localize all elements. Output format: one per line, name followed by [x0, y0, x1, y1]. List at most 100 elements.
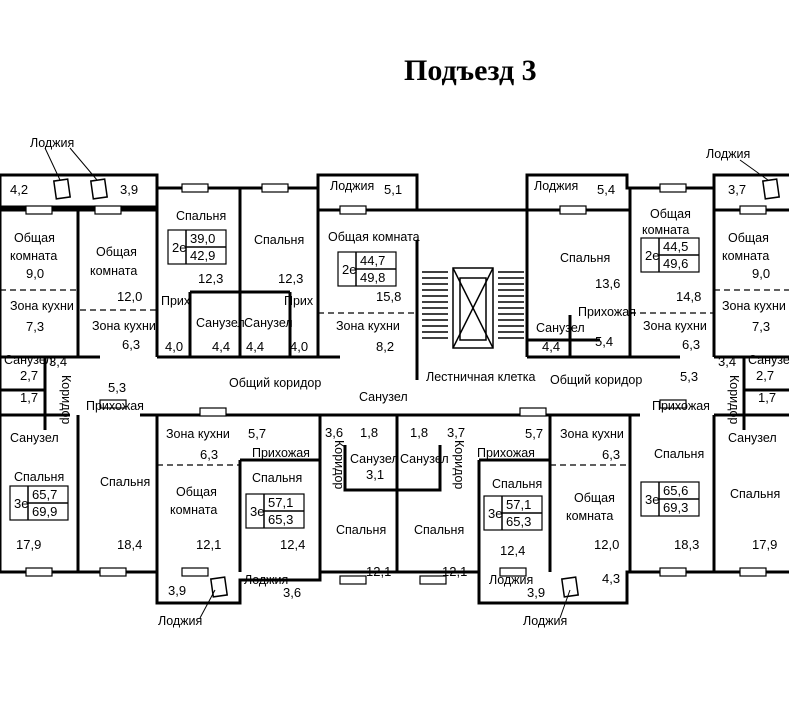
area-value: 1,8: [410, 425, 428, 440]
rooms-count: 2е: [645, 248, 659, 263]
area-value: 2,7: [756, 368, 774, 383]
common-room-label: комната: [170, 503, 217, 517]
bedroom-label: Спальня: [492, 477, 542, 491]
corridor-label: Коридор: [727, 375, 741, 424]
area-value: 5,3: [108, 380, 126, 395]
area-value: 4,4: [246, 339, 264, 354]
loggia-label: Лоджия: [523, 614, 567, 628]
common-room-label: комната: [642, 223, 689, 237]
common-room-label: Общая: [96, 245, 137, 259]
area-value: 4,4: [212, 339, 230, 354]
area-value: 6,3: [682, 337, 700, 352]
kitchen-zone-label: Зона кухни: [166, 427, 230, 441]
area-value: 3,7: [447, 425, 465, 440]
bedroom-label: Спальня: [254, 233, 304, 247]
common-room-label: Общая: [728, 231, 769, 245]
living-area: 65,6: [663, 483, 688, 498]
kitchen-zone-label: Зона кухни: [722, 299, 786, 313]
living-area: 57,1: [268, 495, 293, 510]
area-value: 12,3: [198, 271, 223, 286]
room-labels: Лоджия Лоджия Лоджия Лоджия Лоджия Лоджи…: [4, 136, 789, 628]
rooms-count: 2е: [172, 240, 186, 255]
bedroom-label: Спальня: [252, 471, 302, 485]
rooms-count: 3е: [14, 496, 28, 511]
common-room-label: комната: [566, 509, 613, 523]
area-value: 7,3: [752, 319, 770, 334]
rooms-count: 3е: [645, 492, 659, 507]
total-area: 69,3: [663, 500, 688, 515]
loggia-door-icons: [52, 178, 781, 598]
hallway-label: Прих: [161, 294, 191, 308]
hallway-label: Прих: [284, 294, 314, 308]
area-value: 7,3: [26, 319, 44, 334]
callouts: [44, 147, 769, 619]
staircase-label: Лестничная клетка: [426, 370, 536, 384]
common-corridor-label: Общий коридор: [229, 376, 321, 390]
area-value: 3,7: [728, 182, 746, 197]
loggia-label: Лоджия: [706, 147, 750, 161]
area-value: 5,3: [680, 369, 698, 384]
area-value: 4,3: [602, 571, 620, 586]
bathroom-label: Санузел: [10, 431, 59, 445]
area-value: 15,8: [376, 289, 401, 304]
area-value: 12,3: [278, 271, 303, 286]
kitchen-zone-label: Зона кухни: [92, 319, 156, 333]
kitchen-zone-label: Зона кухни: [336, 319, 400, 333]
rooms-count: 3е: [488, 506, 502, 521]
hallway-label: Прихожая: [477, 446, 535, 460]
kitchen-zone-label: Зона кухни: [643, 319, 707, 333]
bathroom-label: Санузел: [196, 316, 245, 330]
area-value: 17,9: [752, 537, 777, 552]
common-room-label: комната: [90, 264, 137, 278]
interior-walls: [0, 188, 789, 580]
zone-separators: [0, 289, 789, 466]
area-value: 4,2: [10, 182, 28, 197]
living-area: 44,7: [360, 253, 385, 268]
bedroom-label: Спальня: [14, 470, 64, 484]
corridor-label: Коридор: [59, 375, 73, 424]
bedroom-label: Спальня: [336, 523, 386, 537]
area-value: 3,4: [49, 354, 67, 369]
area-value: 3,6: [325, 425, 343, 440]
area-value: 12,0: [594, 537, 619, 552]
area-value: 18,4: [117, 537, 142, 552]
area-value: 5,7: [248, 426, 266, 441]
corridor-label: Коридор: [452, 440, 466, 489]
area-value: 6,3: [602, 447, 620, 462]
area-value: 3,1: [366, 467, 384, 482]
area-value: 4,4: [542, 339, 560, 354]
kitchen-zone-label: Зона кухни: [10, 299, 74, 313]
bathroom-label: Санузел: [400, 452, 449, 466]
common-room-label: комната: [10, 249, 57, 263]
bedroom-label: Спальня: [654, 447, 704, 461]
rooms-count: 2е: [342, 262, 356, 277]
common-room-label: Общая: [650, 207, 691, 221]
area-value: 6,3: [122, 337, 140, 352]
area-value: 9,0: [752, 266, 770, 281]
bathroom-label: Санузел: [536, 321, 585, 335]
loggia-label: Лоджия: [158, 614, 202, 628]
living-area: 44,5: [663, 239, 688, 254]
area-value: 5,4: [597, 182, 615, 197]
common-room-label: комната: [722, 249, 769, 263]
staircase-elevator: [422, 267, 524, 349]
common-room-label: Общая: [176, 485, 217, 499]
area-value: 5,4: [595, 334, 613, 349]
area-value: 12,1: [366, 564, 391, 579]
area-value: 6,3: [200, 447, 218, 462]
loggia-label: Лоджия: [30, 136, 74, 150]
bedroom-label: Спальня: [730, 487, 780, 501]
area-value: 12,4: [280, 537, 305, 552]
area-value: 12,4: [500, 543, 525, 558]
total-area: 42,9: [190, 248, 215, 263]
common-room-label: Общая комната: [328, 230, 420, 244]
area-value: 12,1: [196, 537, 221, 552]
total-area: 49,6: [663, 256, 688, 271]
bedroom-label: Спальня: [176, 209, 226, 223]
living-area: 57,1: [506, 497, 531, 512]
area-value: 18,3: [674, 537, 699, 552]
common-room-label: Общая: [14, 231, 55, 245]
total-area: 65,3: [268, 512, 293, 527]
area-value: 3,6: [283, 585, 301, 600]
